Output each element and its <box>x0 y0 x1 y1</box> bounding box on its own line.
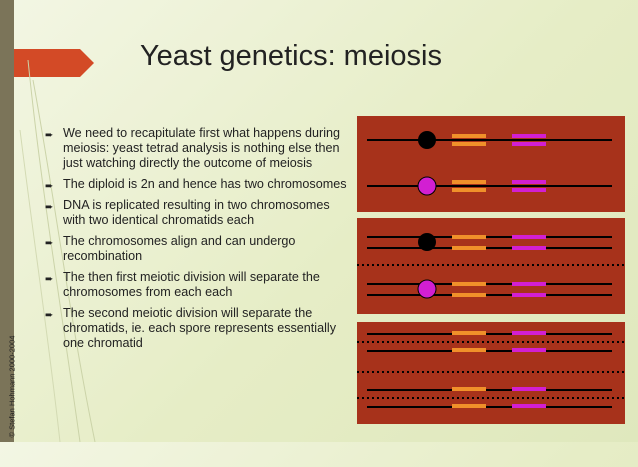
orange-marker <box>452 246 486 250</box>
magenta-centromere <box>417 176 437 196</box>
bullet-text: The then first meiotic division will sep… <box>63 270 320 299</box>
magenta-marker <box>512 246 546 250</box>
magenta-marker <box>512 142 546 146</box>
bullet-text: We need to recapitulate first what happe… <box>63 126 341 170</box>
magenta-marker <box>512 188 546 192</box>
magenta-marker <box>512 387 546 391</box>
slide-title: Yeast genetics: meiosis <box>140 40 442 72</box>
magenta-marker <box>512 134 546 138</box>
orange-marker <box>452 134 486 138</box>
arrow-bullet-icon: ➨ <box>45 202 54 213</box>
bullet-item: ➨ DNA is replicated resulting in two chro… <box>43 198 349 228</box>
magenta-marker <box>512 404 546 408</box>
bullet-text: DNA is replicated resulting in two chrom… <box>63 198 330 227</box>
orange-marker <box>452 293 486 297</box>
magenta-marker <box>512 331 546 335</box>
bullet-item: ➨ We need to recapitulate first what happ… <box>43 126 349 171</box>
arrow-bullet-icon: ➨ <box>45 274 54 285</box>
orange-marker <box>452 348 486 352</box>
magenta-marker <box>512 348 546 352</box>
orange-marker <box>452 331 486 335</box>
magenta-marker <box>512 282 546 286</box>
orange-marker <box>452 282 486 286</box>
orange-marker <box>452 188 486 192</box>
arrow-bullet-icon: ➨ <box>45 181 54 192</box>
orange-marker <box>452 387 486 391</box>
diagram-panel-replicated <box>357 218 625 314</box>
arrow-bullet-icon: ➨ <box>45 130 54 141</box>
meiosis-diagram <box>357 116 625 424</box>
orange-marker <box>452 142 486 146</box>
magenta-marker <box>512 180 546 184</box>
diagram-panel-diploid <box>357 116 625 212</box>
bullet-list: ➨ We need to recapitulate first what happ… <box>43 126 349 357</box>
orange-marker <box>452 404 486 408</box>
bullet-item: ➨ The chromosomes align and can undergo r… <box>43 234 349 264</box>
bullet-item: ➨ The second meiotic division will separa… <box>43 306 349 351</box>
sidebar-strip <box>0 0 14 442</box>
bullet-item: ➨ The diploid is 2n and hence has two chr… <box>43 177 349 192</box>
arrow-bullet-icon: ➨ <box>45 238 54 249</box>
bullet-text: The chromosomes align and can undergo re… <box>63 234 296 263</box>
bullet-item: ➨ The then first meiotic division will se… <box>43 270 349 300</box>
bullet-text: The second meiotic division will separat… <box>63 306 336 350</box>
black-centromere <box>418 131 436 149</box>
magenta-centromere <box>417 279 437 299</box>
orange-marker <box>452 180 486 184</box>
magenta-marker <box>512 235 546 239</box>
black-centromere <box>418 233 436 251</box>
orange-marker <box>452 235 486 239</box>
magenta-marker <box>512 293 546 297</box>
arrow-bullet-icon: ➨ <box>45 310 54 321</box>
bullet-text: The diploid is 2n and hence has two chro… <box>63 177 347 191</box>
